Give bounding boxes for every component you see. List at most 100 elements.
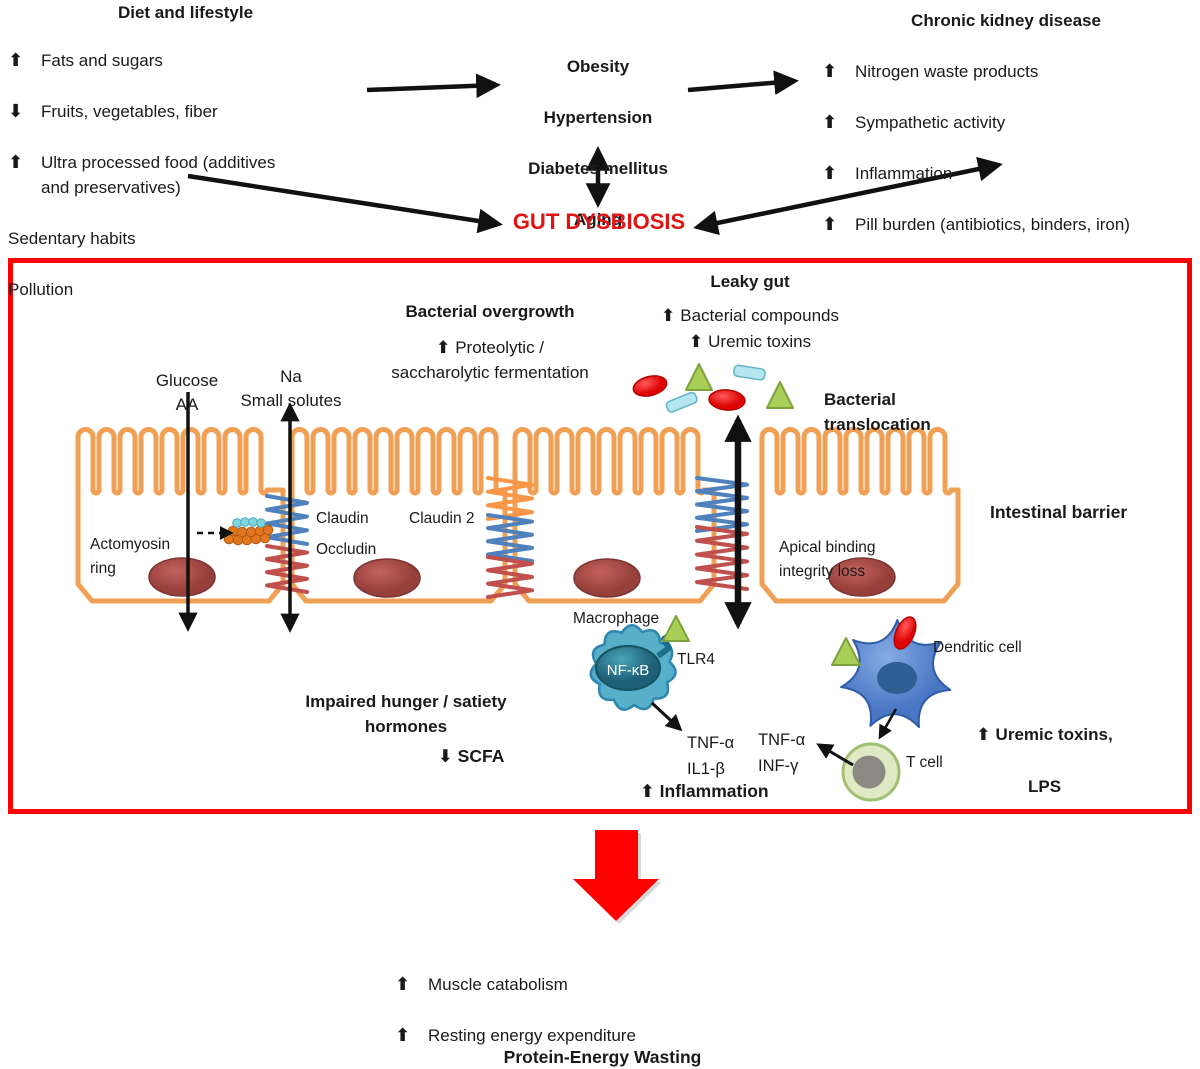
- up-arrow-icon: ⬆: [822, 60, 838, 82]
- actin-bead: [245, 526, 257, 538]
- list-item: ⬆Sympathetic activity: [822, 110, 1194, 136]
- top-flow-arrows: [187, 70, 1003, 236]
- bacterium-cyan-rod: [665, 391, 698, 413]
- transport-arrows: [178, 392, 752, 633]
- up-arrow-icon: ⬆: [8, 49, 24, 71]
- up-arrow-icon: ⬆: [395, 1024, 411, 1046]
- tight-junctions: [265, 476, 749, 599]
- occludin-coil: [265, 544, 309, 594]
- claudin-label: Claudin: [316, 510, 369, 527]
- outcome-list: ⬆Muscle catabolism ⬆Resting energy expen…: [395, 946, 815, 1069]
- arrow-factors-to-ckd: [687, 70, 799, 96]
- down-arrow-icon: ⬇: [8, 100, 24, 122]
- gut-dysbiosis-label: GUT DYSBIOSIS: [512, 209, 686, 234]
- up-arrow-icon: ⬆: [688, 332, 704, 352]
- tcell-label: T cell: [906, 754, 943, 771]
- list-item: Sedentary habits: [8, 229, 136, 248]
- bacterium-green-triangle: [766, 381, 794, 409]
- inflammation-label: ⬆Inflammation: [640, 781, 769, 802]
- overgrowth-line1: ⬆Proteolytic /: [435, 338, 545, 358]
- up-arrow-icon: ⬆: [976, 724, 991, 745]
- red-outcome-arrow: [573, 830, 662, 924]
- ckd-title: Chronic kidney disease: [911, 11, 1101, 30]
- actin-bead: [236, 526, 248, 538]
- central-factors: Obesity Hypertension Diabetes mellitus A…: [528, 56, 668, 229]
- red-arrow: [573, 830, 659, 921]
- up-arrow-icon: ⬆: [822, 213, 838, 235]
- myosin-bead: [240, 517, 250, 527]
- claudin2-coil-blue: [486, 513, 534, 563]
- list-item: ⬆Ultra processed food (additives and pre…: [8, 150, 338, 201]
- diet-list: ⬆Fats and sugars ⬇Fruits, vegetables, fi…: [8, 22, 338, 328]
- claudin2-coil-orange: [486, 476, 534, 521]
- macrophage-cytokine-arrow: [650, 701, 683, 732]
- up-arrow-icon: ⬆: [822, 162, 838, 184]
- nucleus: [353, 558, 421, 598]
- intestinal-barrier-label: Intestinal barrier: [990, 502, 1128, 522]
- list-item: ⬆Nitrogen waste products: [822, 59, 1194, 85]
- intestinal-panel-border: [8, 258, 1192, 814]
- diet-title: Diet and lifestyle: [117, 3, 254, 22]
- tcell-nucleus: [852, 755, 886, 789]
- cell-body-3: [512, 487, 717, 604]
- up-arrow-icon: ⬆: [435, 338, 451, 358]
- myosin-bead: [248, 517, 258, 527]
- claudin-coil: [265, 494, 309, 546]
- up-arrow-icon: ⬆: [640, 782, 655, 802]
- list-item: ⬆Muscle catabolism: [395, 972, 815, 998]
- up-arrow-icon: ⬆: [660, 306, 676, 326]
- bacterium-red-oval: [708, 389, 746, 411]
- actin-bead: [262, 524, 274, 536]
- leaky-gut-item: ⬆Uremic toxins: [688, 332, 812, 352]
- myosin-bead: [232, 518, 242, 528]
- nfkb-oval: [595, 645, 661, 691]
- dendritic-to-tcell-arrow: [878, 708, 898, 740]
- scfa-label: ⬇SCFA: [438, 746, 505, 767]
- up-arrow-icon: ⬆: [822, 111, 838, 133]
- overgrowth-line2: saccharolytic fermentation: [391, 363, 589, 382]
- tcell-cytokine-arrow: [816, 743, 854, 767]
- list-item: ⬆Inflammation: [822, 161, 1194, 187]
- cell-nuclei: [148, 557, 896, 598]
- leaky-gut-title: Leaky gut: [710, 272, 790, 291]
- bacterium-red-oval: [893, 616, 917, 650]
- uremic-lps-label: ⬆Uremic toxins, LPS: [976, 724, 1113, 796]
- dendritic-nucleus: [877, 662, 917, 694]
- dendritic-label: Dendritic cell: [933, 639, 1022, 656]
- macrophage-label: Macrophage: [573, 610, 660, 627]
- pew-title: Protein-Energy Wasting: [503, 1047, 702, 1067]
- list-item: ⬇Fruits, vegetables, fiber: [8, 99, 338, 125]
- occludin-label: Occludin: [316, 541, 377, 558]
- nucleus: [828, 557, 896, 597]
- tlr4-label: TLR4: [677, 651, 715, 668]
- brush-border-3: [512, 427, 717, 496]
- nucleus: [148, 557, 216, 597]
- brush-border-4: [759, 427, 961, 496]
- arrow-diet-to-factors: [366, 73, 501, 99]
- nucleus: [573, 558, 641, 598]
- dendritic-tcell-group: [816, 616, 952, 802]
- leaky-gut-item: ⬆Bacterial compounds: [660, 306, 839, 326]
- actomyosin-beads: [223, 517, 274, 546]
- myosin-bead: [256, 518, 266, 528]
- bacterium-green-triangle: [831, 637, 861, 666]
- up-arrow-icon: ⬆: [395, 973, 411, 995]
- claudin2-coil-red: [486, 555, 534, 599]
- cell-body-4: [759, 487, 961, 604]
- nfkb-label: NF-κB: [606, 662, 650, 679]
- claudin2-label: Claudin 2: [409, 510, 475, 527]
- ckd-list: ⬆Nitrogen waste products ⬆Sympathetic ac…: [822, 33, 1194, 263]
- list-item: Pollution: [8, 280, 74, 299]
- overgrowth-title: Bacterial overgrowth: [405, 302, 575, 321]
- list-item: ⬆Fats and sugars: [8, 48, 338, 74]
- list-item: ⬆Resting energy expenditure: [395, 1023, 815, 1049]
